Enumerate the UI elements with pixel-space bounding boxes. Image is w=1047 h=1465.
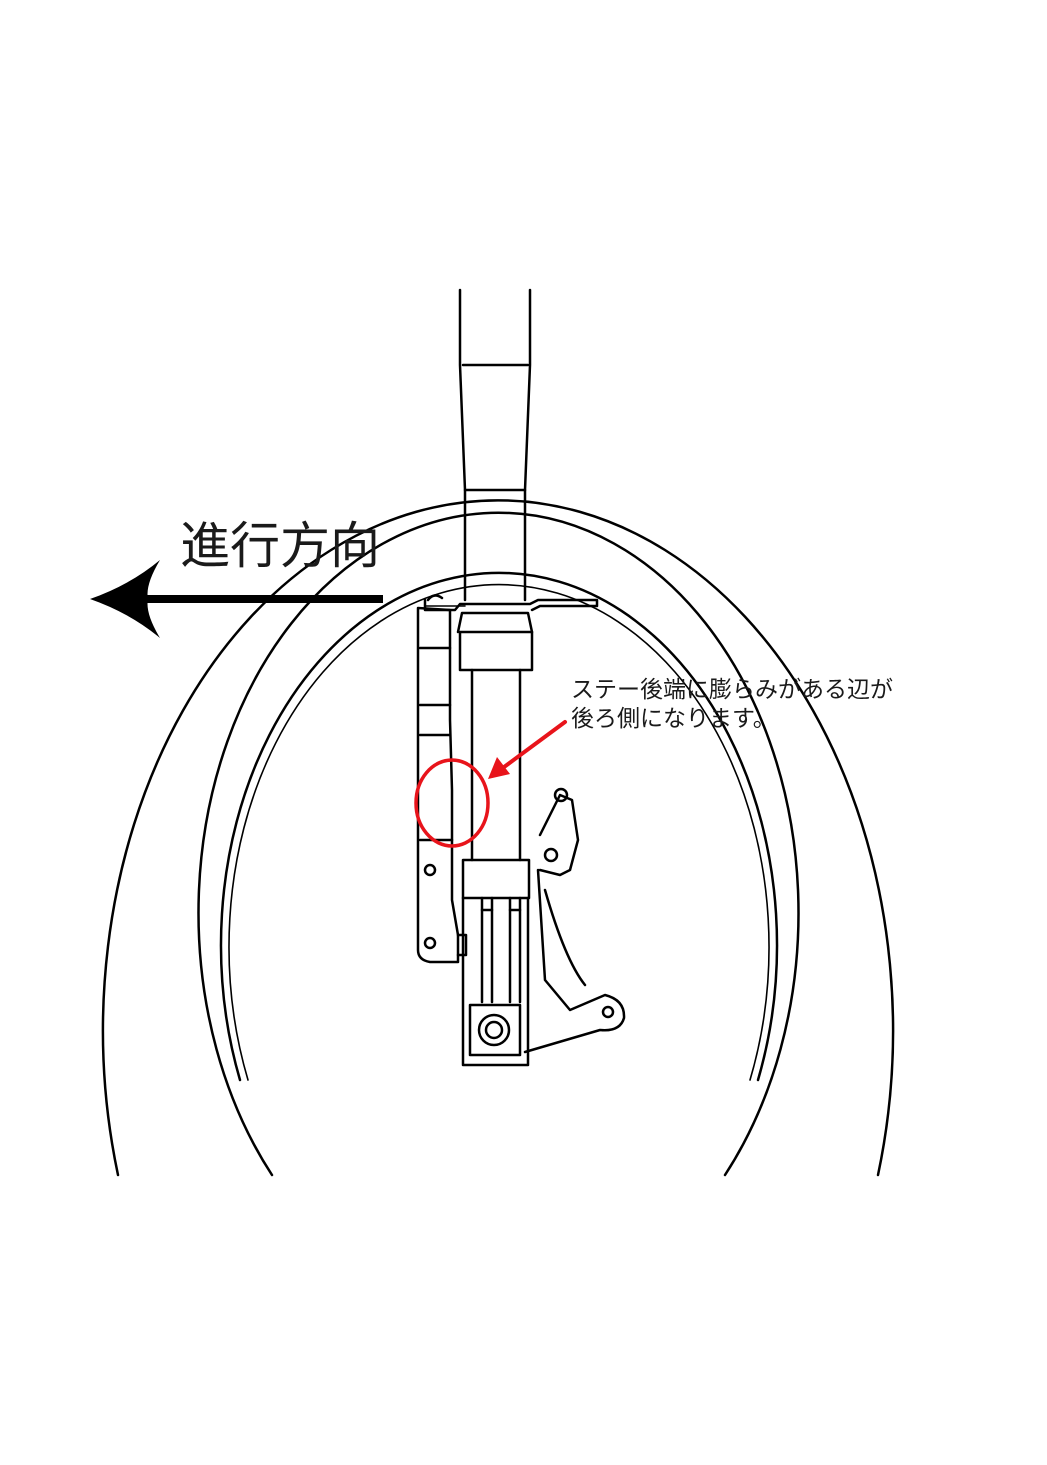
pointer-arrow (488, 720, 567, 779)
direction-label: 進行方向 (180, 517, 380, 575)
fender-bracket-top (423, 598, 599, 612)
fork-leg (461, 858, 531, 900)
tire-inner-arc (197, 511, 800, 1177)
annotation-line-1: ステー後端に膨らみがある辺が (571, 677, 893, 703)
rim-arc-1 (219, 571, 779, 1082)
axle-circle (477, 1013, 511, 1047)
highlight-circle (414, 758, 490, 848)
fender-stay (416, 606, 460, 964)
direction-arrow (90, 560, 383, 638)
stay-bolt-lower (423, 936, 437, 950)
fork-clamp (458, 630, 534, 672)
annotation-note: ステー後端に膨らみがある辺が 後ろ側になります。 (571, 676, 893, 734)
rim-arc-2 (228, 583, 770, 1081)
annotation-line-2: 後ろ側になります。 (571, 706, 776, 732)
tire-outer-arc (101, 499, 895, 1177)
fork-tube-upper (458, 288, 532, 602)
stay-bolt-upper (423, 863, 437, 877)
caliper-bracket (523, 868, 626, 1054)
